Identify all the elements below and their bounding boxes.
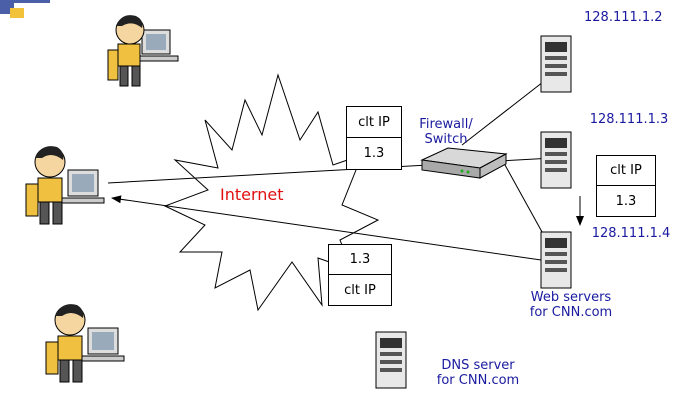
client-person-icon bbox=[25, 146, 105, 225]
packet-field-dst: 1.3 bbox=[347, 137, 401, 169]
packet-field-dst: 1.3 bbox=[597, 185, 655, 216]
packet-field-src: clt IP bbox=[358, 114, 390, 130]
firewall-switch-icon bbox=[420, 147, 508, 179]
packet-request-box: clt IP 1.3 bbox=[346, 106, 402, 170]
web-server-icon bbox=[540, 231, 572, 289]
internet-label: Internet bbox=[220, 185, 284, 204]
dns-server-icon bbox=[375, 331, 407, 389]
web-servers-label: Web servers for CNN.com bbox=[529, 290, 613, 320]
internet-cloud-shape bbox=[163, 73, 380, 312]
packet-forwarded-box: clt IP 1.3 bbox=[596, 155, 656, 217]
firewall-label: Firewall/ Switch bbox=[419, 117, 473, 147]
client-person-icon bbox=[45, 304, 125, 383]
dns-server-label: DNS server for CNN.com bbox=[436, 358, 520, 388]
slide-corner-decoration bbox=[0, 0, 50, 18]
web-server-icon bbox=[540, 131, 572, 189]
client-person-icon bbox=[107, 15, 179, 87]
packet-reply-box: 1.3 clt IP bbox=[328, 244, 392, 306]
packet-field-src: clt IP bbox=[610, 163, 642, 178]
packet-field-dst: clt IP bbox=[329, 274, 391, 305]
server-ip-label: 128.111.1.2 bbox=[584, 10, 663, 25]
server-ip-label: 128.111.1.4 bbox=[591, 226, 671, 241]
packet-field-src: 1.3 bbox=[349, 252, 371, 267]
server-ip-label: 128.111.1.3 bbox=[589, 112, 669, 127]
web-server-icon bbox=[540, 35, 572, 93]
